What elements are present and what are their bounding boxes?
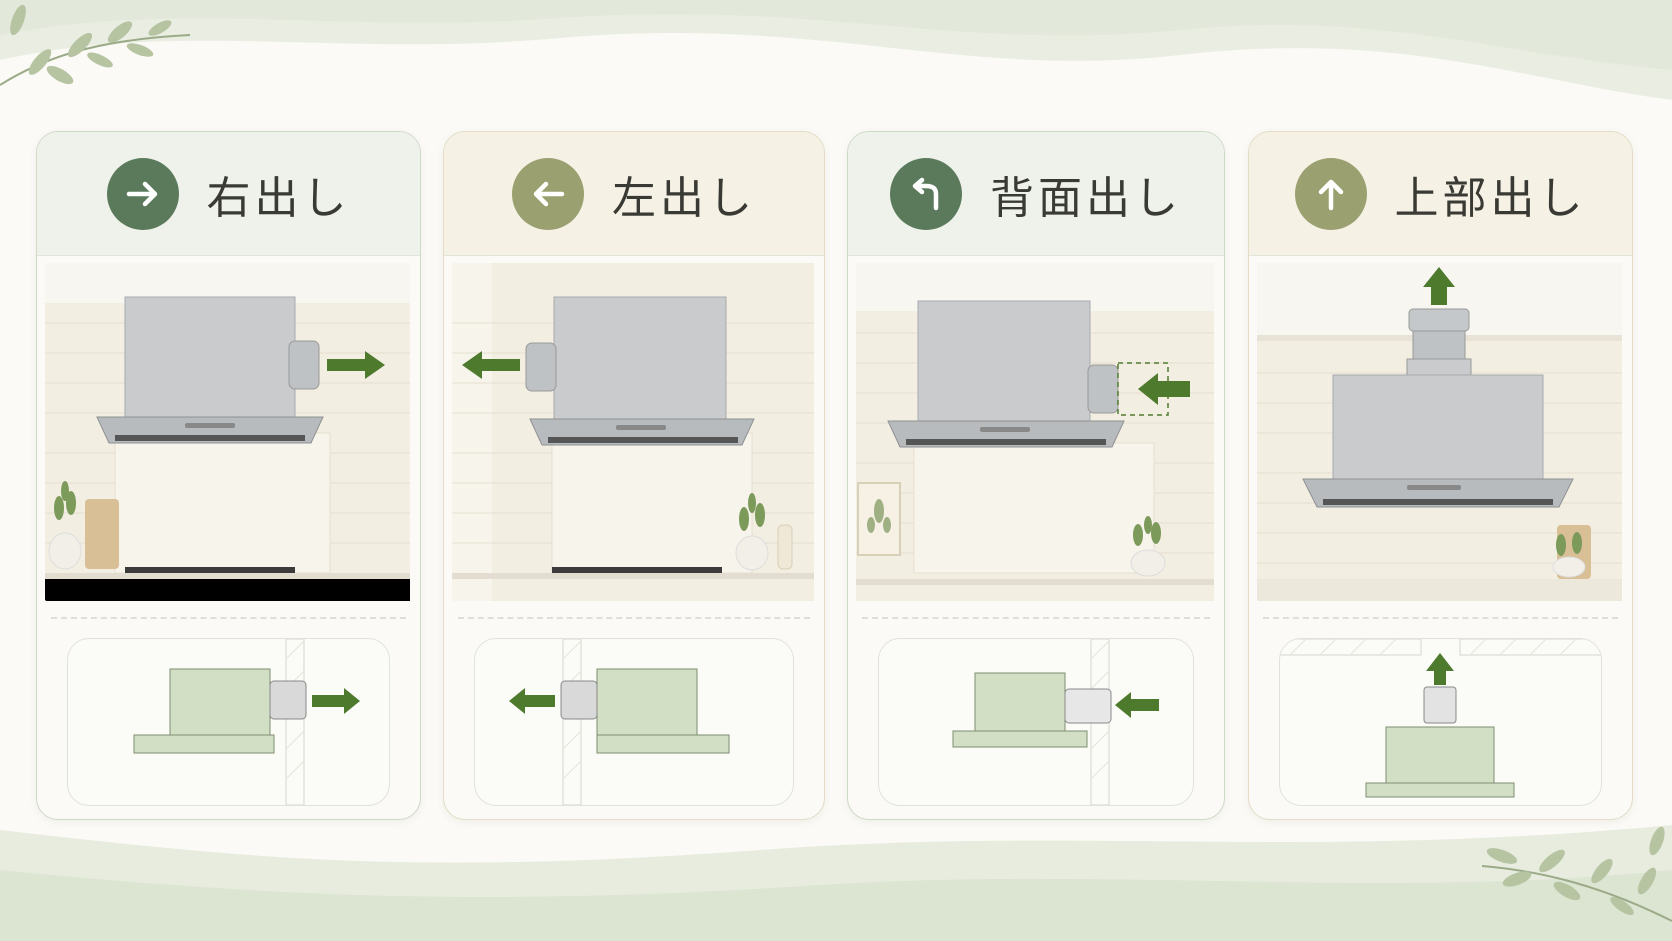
diagram-back	[878, 638, 1194, 806]
arrow-right-icon	[106, 157, 179, 230]
card-title: 左出し	[612, 172, 756, 224]
card-header: 上部出し	[1249, 132, 1632, 256]
card-title: 背面出し	[990, 172, 1182, 224]
leaf-branch-bottom-right	[1481, 826, 1672, 922]
card-right-exhaust[interactable]: 右出し	[36, 131, 421, 820]
divider	[862, 617, 1210, 619]
card-top-exhaust[interactable]: 上部出し	[1248, 131, 1633, 820]
card-header: 左出し	[444, 132, 824, 256]
hood-photo	[856, 263, 1216, 601]
card-header: 背面出し	[848, 132, 1224, 256]
card-header: 右出し	[37, 132, 420, 256]
divider	[458, 617, 810, 619]
card-title: 右出し	[206, 172, 351, 224]
divider	[1263, 617, 1618, 619]
arrow-up-icon	[1294, 157, 1367, 230]
diagram-top	[1279, 638, 1602, 806]
leaf-branch-top-left	[0, 4, 191, 86]
hood-photo	[45, 263, 412, 601]
arrow-left-icon	[512, 157, 584, 230]
hood-photo	[452, 263, 816, 601]
card-title: 上部出し	[1394, 172, 1587, 224]
card-left-exhaust[interactable]: 左出し	[443, 131, 825, 820]
hood-photo	[1257, 263, 1624, 601]
diagram-left	[474, 638, 794, 806]
card-back-exhaust[interactable]: 背面出し	[847, 131, 1225, 820]
arrow-u-turn-icon	[890, 157, 962, 230]
divider	[51, 617, 406, 619]
diagram-right	[67, 638, 390, 806]
